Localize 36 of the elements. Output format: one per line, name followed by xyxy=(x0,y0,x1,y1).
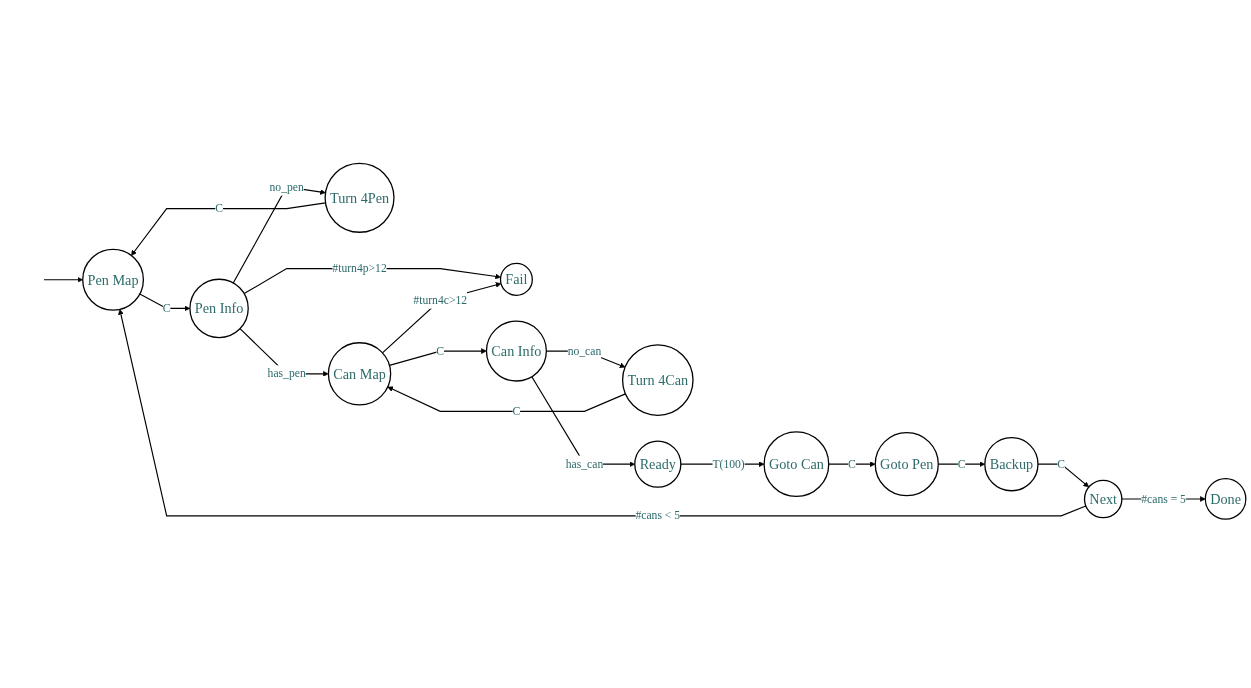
edge-label: C xyxy=(848,457,856,471)
edge-label: C xyxy=(215,201,223,215)
arrow xyxy=(828,461,876,467)
node-circle: Turn 4Can xyxy=(621,344,694,416)
edge-label: #turn4c>12 xyxy=(413,293,468,307)
edge-label: T(100) xyxy=(712,457,745,471)
node-circle: Turn 4Pen xyxy=(324,162,395,233)
edge-label: C xyxy=(436,344,445,358)
node-circle: Fail xyxy=(499,262,533,296)
edge-label: #cans = 5 xyxy=(1141,492,1186,506)
arrow xyxy=(387,386,626,412)
arrow xyxy=(1037,463,1090,488)
node-circle: Can Map xyxy=(327,342,392,406)
node-circle: Can Info xyxy=(485,320,547,382)
node-circle: Ready xyxy=(634,440,682,488)
edge-label: no_pen xyxy=(269,180,304,194)
edge-label: #cans < 5 xyxy=(635,509,681,522)
edge-label: has_can xyxy=(565,457,604,471)
node-circle: Goto Pen xyxy=(874,432,939,497)
node-circle: Backup xyxy=(984,436,1039,492)
arrow xyxy=(43,276,83,283)
node-circle: Done xyxy=(1204,478,1247,520)
edge-label: has_pen xyxy=(267,367,306,380)
arrow xyxy=(381,282,502,354)
edge-label: C xyxy=(1057,457,1066,471)
edge-label: no_can xyxy=(567,344,602,358)
edge-label: C xyxy=(512,404,521,418)
node-circle: Next xyxy=(1083,479,1123,519)
node-circle: Pen Info xyxy=(189,278,249,339)
arrow xyxy=(118,309,1087,517)
node-circle: Goto Can xyxy=(763,431,830,498)
edge-label: #turn4p>12 xyxy=(332,261,387,275)
arrow xyxy=(139,293,191,312)
node-circle: Pen Map xyxy=(82,248,145,311)
edge-label: C xyxy=(957,457,966,471)
edge-label: C xyxy=(162,301,171,315)
